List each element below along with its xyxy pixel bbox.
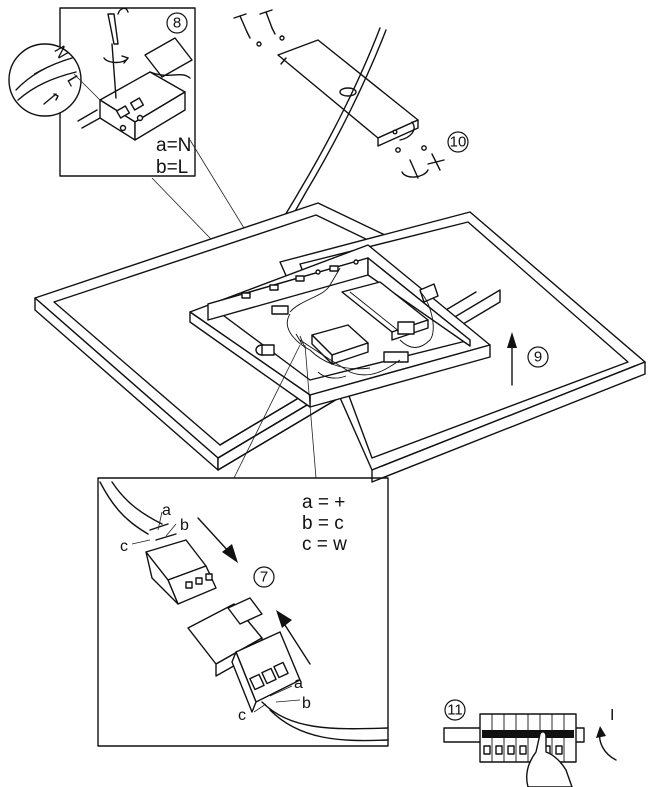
screwdriver-icon xyxy=(103,7,129,99)
inset-frame-7 xyxy=(97,477,389,747)
connector-bottom-label-a: a xyxy=(294,675,303,692)
connector-top-label-a: a xyxy=(162,502,171,519)
step-number-11: 11 xyxy=(447,702,463,719)
screw-icon xyxy=(259,9,276,35)
breaker-step-11: 11 I xyxy=(443,699,617,787)
wire-magnifier: N L xyxy=(8,43,101,117)
step-badge-7 xyxy=(253,566,275,588)
leader-line xyxy=(233,344,301,479)
connector-top-label-b: b xyxy=(180,517,189,534)
legend-a-n: a=N xyxy=(156,135,191,156)
connector-top-label-c: c xyxy=(120,538,128,555)
inset-step-7: a b c 7 a = + b = c c = w xyxy=(97,477,389,747)
connector-female xyxy=(145,523,217,605)
legend-b-l: b=L xyxy=(156,157,188,178)
connector-male xyxy=(187,597,301,713)
step-number-10: 10 xyxy=(450,134,467,151)
step-number-9: 9 xyxy=(534,349,542,366)
mounting-bracket xyxy=(277,39,419,147)
inset-step-8: N L 8 a=N b=L xyxy=(8,7,196,178)
step-badge-10 xyxy=(447,131,469,153)
side-knob xyxy=(255,344,275,356)
screw-icon xyxy=(233,13,251,39)
hand-icon xyxy=(526,731,573,787)
connector-legend-c: c = w xyxy=(302,534,347,555)
step-badge-9 xyxy=(527,346,549,368)
mounting-bracket-group: 10 xyxy=(233,9,469,179)
driver-housing xyxy=(189,244,491,408)
step-number-8: 8 xyxy=(173,15,181,32)
terminal-block xyxy=(77,37,193,141)
control-box xyxy=(311,324,369,365)
step-badge-11 xyxy=(444,699,466,721)
breaker-panel xyxy=(479,713,577,763)
step-badge-8 xyxy=(166,12,188,34)
leader-line xyxy=(304,344,317,479)
screw-icon xyxy=(401,159,429,179)
connector-bottom-label-b: b xyxy=(302,695,311,712)
connector-legend-b: b = c xyxy=(302,513,344,534)
step-number-7: 7 xyxy=(260,569,268,586)
connector-legend-a: a = + xyxy=(302,492,345,513)
switch-on-label: I xyxy=(610,707,614,724)
screw-icon xyxy=(427,153,445,171)
connector-bottom-label-c: c xyxy=(238,707,246,724)
lift-arrow-step-9: 9 xyxy=(507,332,549,386)
